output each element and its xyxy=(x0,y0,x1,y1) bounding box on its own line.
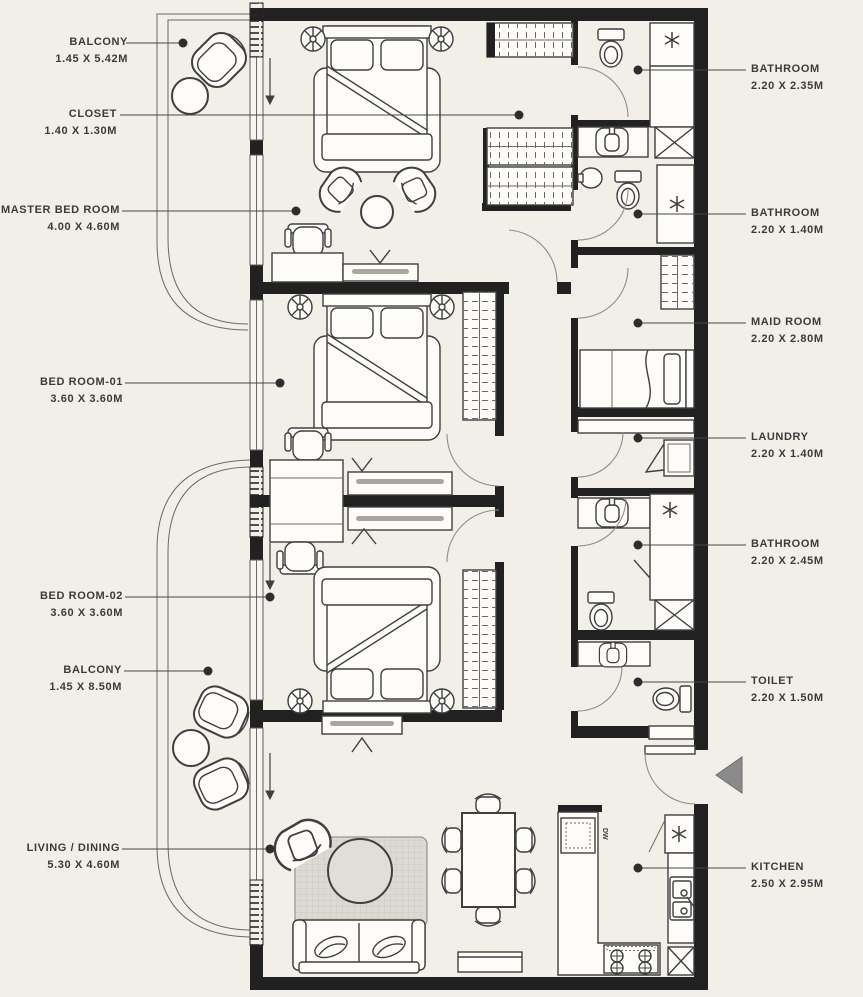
window-arrows xyxy=(265,58,275,801)
label-bathroom-mid: BATHROOM 2.20 X 1.40M xyxy=(751,205,824,239)
room-name: KITCHEN xyxy=(751,861,805,873)
room-dims: 4.00 X 4.60M xyxy=(47,221,120,233)
label-kitchen: KITCHEN 2.50 X 2.95M xyxy=(751,859,824,893)
balcony-top-furniture xyxy=(171,23,256,115)
room-dims: 2.20 X 1.50M xyxy=(751,692,824,704)
label-balcony-bottom: BALCONY 1.45 X 8.50M xyxy=(2,662,122,696)
balcony-bottom-furniture xyxy=(172,680,257,816)
room-dims: 2.20 X 2.80M xyxy=(751,333,824,345)
room-dims: 3.60 X 3.60M xyxy=(50,607,123,619)
balcony-bottom-outline xyxy=(156,459,251,938)
room-dims: 5.30 X 4.60M xyxy=(47,859,120,871)
label-laundry: LAUNDRY 2.20 X 1.40M xyxy=(751,429,824,463)
kitchen-furniture: DW xyxy=(557,811,696,976)
room-dims: 1.40 X 1.30M xyxy=(44,125,117,137)
maid-room xyxy=(577,254,695,409)
room-dims: 2.20 X 1.40M xyxy=(751,224,824,236)
room-name: CLOSET xyxy=(68,108,117,120)
room-name: BED ROOM-01 xyxy=(40,376,123,388)
label-maid-room: MAID ROOM 2.20 X 2.80M xyxy=(751,314,824,348)
entry-door xyxy=(644,744,708,810)
bedroom-door-arcs xyxy=(446,229,558,563)
leader-lines xyxy=(120,38,746,873)
room-name: BALCONY xyxy=(69,36,128,48)
room-dims: 2.50 X 2.95M xyxy=(751,878,824,890)
label-living-dining: LIVING / DINING 5.30 X 4.60M xyxy=(0,840,120,874)
label-bathroom-top: BATHROOM 2.20 X 2.35M xyxy=(751,61,824,95)
toilet-room xyxy=(577,641,695,740)
label-bedroom-01: BED ROOM-01 3.60 X 3.60M xyxy=(3,374,123,408)
master-bedroom-furniture xyxy=(271,25,454,283)
label-closet: CLOSET 1.40 X 1.30M xyxy=(0,106,117,140)
balcony-top-outline xyxy=(156,13,250,331)
laundry-room xyxy=(577,419,695,478)
room-name: MASTER BED ROOM xyxy=(1,204,120,216)
room-name: BED ROOM-02 xyxy=(40,590,123,602)
room-name: BATHROOM xyxy=(751,207,820,219)
room-dims: 3.60 X 3.60M xyxy=(50,393,123,405)
entrance-arrow-icon xyxy=(715,756,743,794)
bathroom-bottom xyxy=(577,493,695,631)
bedroom-01-furniture xyxy=(284,291,497,496)
bedroom-02-furniture xyxy=(269,459,497,714)
room-name: TOILET xyxy=(751,675,794,687)
room-name: BALCONY xyxy=(63,664,122,676)
label-toilet: TOILET 2.20 X 1.50M xyxy=(751,673,824,707)
closet-wardrobes xyxy=(486,22,574,206)
label-balcony-top: BALCONY 1.45 X 5.42M xyxy=(8,34,128,68)
room-name: LIVING / DINING xyxy=(26,842,120,854)
bathroom-mid xyxy=(577,126,695,244)
label-bedroom-02: BED ROOM-02 3.60 X 3.60M xyxy=(3,588,123,622)
room-name: BATHROOM xyxy=(751,538,820,550)
room-name: MAID ROOM xyxy=(751,316,822,328)
room-dims: 1.45 X 8.50M xyxy=(49,681,122,693)
bathroom-top xyxy=(577,22,695,128)
room-dims: 1.45 X 5.42M xyxy=(55,53,128,65)
outer-walls xyxy=(250,8,708,990)
living-room-furniture xyxy=(265,715,428,974)
room-dims: 2.20 X 2.35M xyxy=(751,80,824,92)
room-name: LAUNDRY xyxy=(751,431,809,443)
dishwasher-label: DW xyxy=(601,828,608,840)
label-master-bedroom: MASTER BED ROOM 4.00 X 4.60M xyxy=(0,202,120,236)
dining-set xyxy=(441,793,536,973)
room-dims: 2.20 X 1.40M xyxy=(751,448,824,460)
room-dims: 2.20 X 2.45M xyxy=(751,555,824,567)
label-bathroom-bottom: BATHROOM 2.20 X 2.45M xyxy=(751,536,824,570)
room-name: BATHROOM xyxy=(751,63,820,75)
